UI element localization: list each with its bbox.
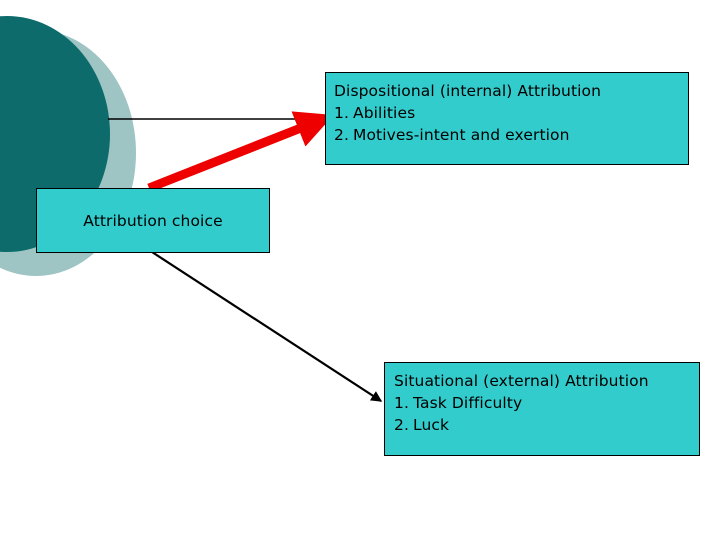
dispositional-item-1-text: Abilities: [353, 104, 416, 122]
situational-item-1: 1.Task Difficulty: [394, 392, 699, 414]
dispositional-item-2-number: 2.: [334, 126, 349, 144]
situational-title: Situational (external) Attribution: [394, 372, 649, 390]
attribution-choice-box[interactable]: Attribution choice: [36, 188, 270, 253]
dispositional-title: Dispositional (internal) Attribution: [334, 82, 602, 100]
dispositional-item-1-number: 1.: [334, 104, 349, 122]
dispositional-item-2: 2.Motives-intent and exertion: [334, 124, 688, 146]
dispositional-item-1: 1.Abilities: [334, 102, 688, 124]
situational-item-1-text: Task Difficulty: [413, 394, 523, 412]
situational-item-2-number: 2.: [394, 416, 409, 434]
dispositional-item-2-text: Motives-intent and exertion: [353, 126, 570, 144]
attribution-choice-label: Attribution choice: [83, 211, 223, 230]
situational-item-2: 2.Luck: [394, 414, 699, 436]
black-arrow-to-situational: [151, 251, 383, 402]
situational-item-1-number: 1.: [394, 394, 409, 412]
red-arrow-to-dispositional: [147, 111, 334, 193]
situational-item-2-text: Luck: [413, 416, 450, 434]
dispositional-attribution-box[interactable]: Dispositional (internal) Attribution 1.A…: [325, 72, 689, 165]
situational-attribution-box[interactable]: Situational (external) Attribution 1.Tas…: [384, 362, 700, 456]
